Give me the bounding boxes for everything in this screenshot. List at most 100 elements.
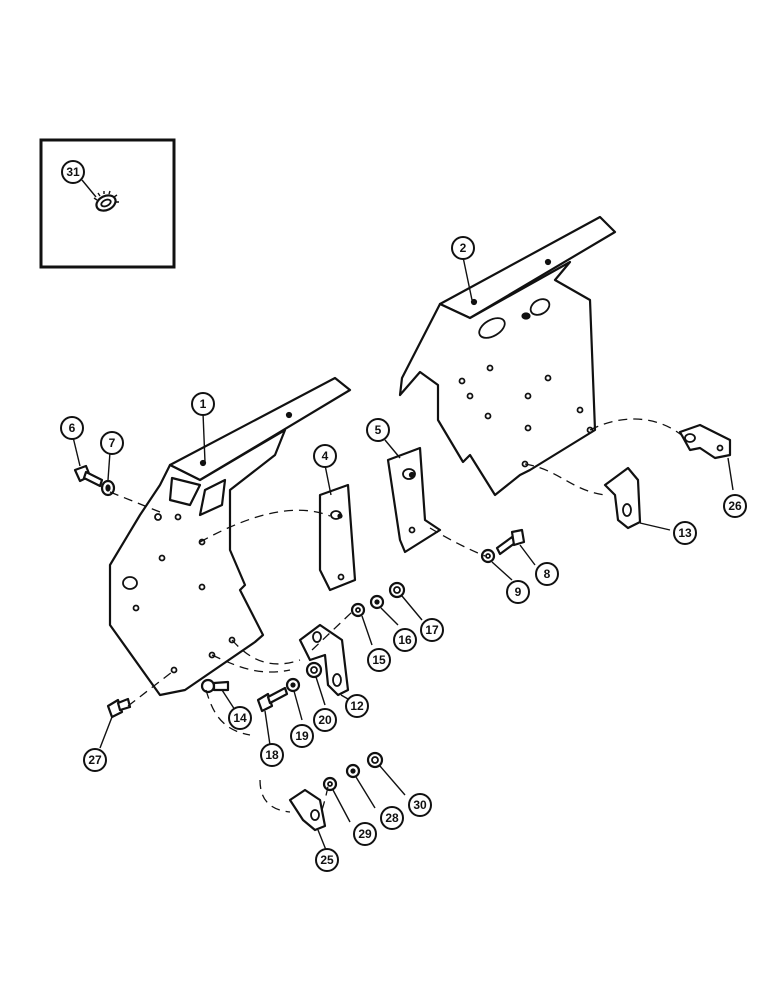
- callout-number: 19: [295, 729, 309, 743]
- callout-number: 1: [200, 397, 207, 411]
- callout-circle: [506, 580, 530, 604]
- bolt-27: [99, 697, 132, 749]
- bolt-8: [495, 528, 536, 566]
- callout-13: 13: [673, 521, 697, 545]
- washer-28: [345, 763, 376, 809]
- callout-17: 17: [420, 618, 444, 642]
- callout-circle: [83, 748, 107, 772]
- callout-number: 17: [425, 623, 439, 637]
- callout-18: 18: [260, 743, 284, 767]
- callout-1: 1: [191, 392, 215, 416]
- washer-7: [100, 451, 116, 497]
- callout-12: 12: [345, 694, 369, 718]
- callout-number: 27: [88, 753, 102, 767]
- callout-circle: [315, 848, 339, 872]
- callout-circle: [61, 160, 85, 184]
- callout-20: 20: [313, 708, 337, 732]
- callout-circle: [290, 724, 314, 748]
- callout-14: 14: [228, 706, 252, 730]
- callout-circle: [673, 521, 697, 545]
- nut-17: [388, 581, 423, 621]
- callout-circle: [260, 743, 284, 767]
- callout-circle: [366, 418, 390, 442]
- callout-circle: [313, 708, 337, 732]
- washer-31: [93, 190, 119, 212]
- callout-number: 15: [372, 653, 386, 667]
- callout-circle: [393, 628, 417, 652]
- callout-9: 9: [506, 580, 530, 604]
- washer-16: [369, 594, 399, 626]
- bracket-1: [108, 376, 352, 697]
- callout-number: 25: [320, 853, 334, 867]
- callout-26: 26: [723, 494, 747, 518]
- callout-number: 12: [350, 699, 364, 713]
- callout-7: 7: [100, 431, 124, 455]
- callout-27: 27: [83, 748, 107, 772]
- nut-30: [366, 751, 406, 796]
- callout-number: 20: [318, 713, 332, 727]
- alignment-lines: [109, 418, 686, 813]
- bracket-2: [398, 215, 617, 497]
- callout-circle: [535, 562, 559, 586]
- callout-8: 8: [535, 562, 559, 586]
- bolt-6: [72, 436, 104, 488]
- callout-5: 5: [366, 418, 390, 442]
- callout-circle: [451, 236, 475, 260]
- callout-28: 28: [380, 806, 404, 830]
- callout-circle: [367, 648, 391, 672]
- callout-circle: [408, 793, 432, 817]
- callout-number: 13: [678, 526, 692, 540]
- callout-circle: [100, 431, 124, 455]
- washer-20: [305, 661, 326, 706]
- washer-9: [480, 548, 513, 581]
- washer-15: [350, 602, 373, 646]
- bracket-25: [288, 788, 327, 851]
- callout-circle: [345, 694, 369, 718]
- callout-circle: [60, 416, 84, 440]
- callout-circle: [723, 494, 747, 518]
- callout-number: 26: [728, 499, 742, 513]
- callout-number: 5: [375, 423, 382, 437]
- bracket-13: [603, 466, 671, 531]
- inset-box: [39, 138, 176, 269]
- callout-29: 29: [353, 822, 377, 846]
- callout-4: 4: [313, 444, 337, 468]
- callout-number: 29: [358, 827, 372, 841]
- washer-29: [322, 776, 351, 823]
- callout-circle: [380, 806, 404, 830]
- callout-number: 6: [69, 421, 76, 435]
- callout-number: 9: [515, 585, 522, 599]
- washer-19: [285, 677, 303, 721]
- callout-16: 16: [393, 628, 417, 652]
- callout-number: 18: [265, 748, 279, 762]
- callout-number: 4: [322, 449, 329, 463]
- callout-circle: [191, 392, 215, 416]
- bracket-4: [318, 464, 357, 592]
- bolt-18: [256, 686, 289, 746]
- bracket-12: [298, 623, 356, 704]
- callout-circle: [313, 444, 337, 468]
- callout-31: 31: [61, 160, 85, 184]
- callout-circle: [420, 618, 444, 642]
- callout-25: 25: [315, 848, 339, 872]
- callout-19: 19: [290, 724, 314, 748]
- callout-number: 31: [66, 165, 80, 179]
- bolt-14: [200, 678, 236, 711]
- callout-number: 28: [385, 811, 399, 825]
- bracket-5: [384, 439, 442, 554]
- bracket-26: [678, 423, 734, 491]
- callout-number: 14: [233, 711, 247, 725]
- callout-15: 15: [367, 648, 391, 672]
- callout-number: 7: [109, 436, 116, 450]
- callout-6: 6: [60, 416, 84, 440]
- callout-circle: [228, 706, 252, 730]
- callout-number: 16: [398, 633, 412, 647]
- callout-number: 8: [544, 567, 551, 581]
- callout-2: 2: [451, 236, 475, 260]
- callout-circle: [353, 822, 377, 846]
- callout-number: 30: [413, 798, 427, 812]
- callout-number: 2: [460, 241, 467, 255]
- callout-30: 30: [408, 793, 432, 817]
